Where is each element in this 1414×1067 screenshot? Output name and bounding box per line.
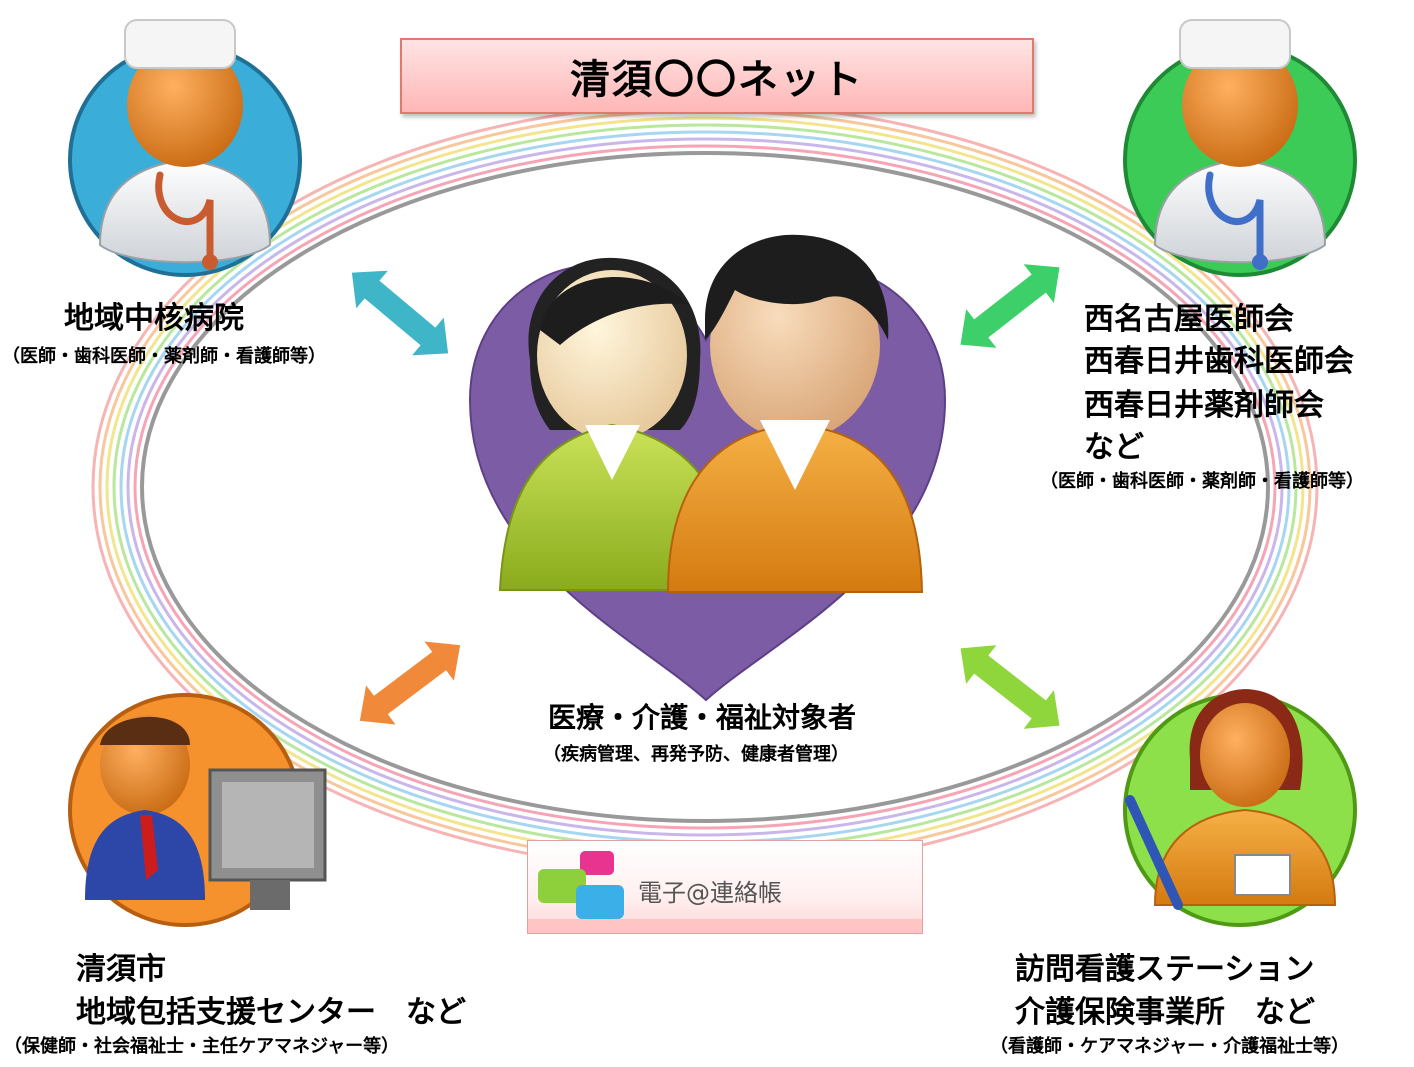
top-right-line-1: 西名古屋医師会 xyxy=(1084,302,1294,337)
center-label: 医療・介護・福祉対象者 xyxy=(548,701,857,734)
double-arrow-bottom-right xyxy=(957,641,1063,733)
bottom-left-sub: （保健師・社会福祉士・主任ケアマネジャー等） xyxy=(4,1036,400,1057)
double-arrow-bottom-left xyxy=(356,637,464,729)
top-right-sub: （医師・歯科医師・薬剤師・看護師等） xyxy=(1040,471,1364,492)
double-arrow-top-right xyxy=(957,260,1063,352)
doctor-icon xyxy=(68,19,302,277)
bottom-left-line-1: 清須市 xyxy=(76,952,166,987)
office-worker-icon xyxy=(68,693,327,927)
top-right-line-2: 西春日井歯科医師会 xyxy=(1084,344,1354,379)
nurse-icon xyxy=(1123,689,1357,927)
bottom-right-line-1: 訪問看護ステーション xyxy=(1015,952,1315,987)
app-bar: 電子@連絡帳 xyxy=(527,840,923,934)
app-name: 電子@連絡帳 xyxy=(638,879,782,907)
double-arrow-top-left xyxy=(348,267,452,359)
chat-bubbles-icon xyxy=(538,851,624,919)
doctor-icon xyxy=(1123,19,1357,277)
top-left-sub: （医師・歯科医師・薬剤師・看護師等） xyxy=(2,346,326,367)
couple-icon xyxy=(498,234,924,593)
bottom-right-sub: （看護師・ケアマネジャー・介護福祉士等） xyxy=(990,1036,1350,1057)
title-box: 清須〇〇ネット xyxy=(400,38,1034,114)
top-right-line-4: など xyxy=(1084,430,1144,465)
page-title: 清須〇〇ネット xyxy=(570,57,864,103)
bottom-right-line-2: 介護保険事業所 など xyxy=(1015,995,1315,1030)
top-right-line-3: 西春日井薬剤師会 xyxy=(1084,388,1324,423)
bottom-left-line-2: 地域包括支援センター など xyxy=(76,995,466,1030)
top-left-label: 地域中核病院 xyxy=(64,301,244,336)
app-bar-bottom xyxy=(528,919,922,933)
center-sub: （疾病管理、再発予防、健康者管理） xyxy=(543,744,849,765)
